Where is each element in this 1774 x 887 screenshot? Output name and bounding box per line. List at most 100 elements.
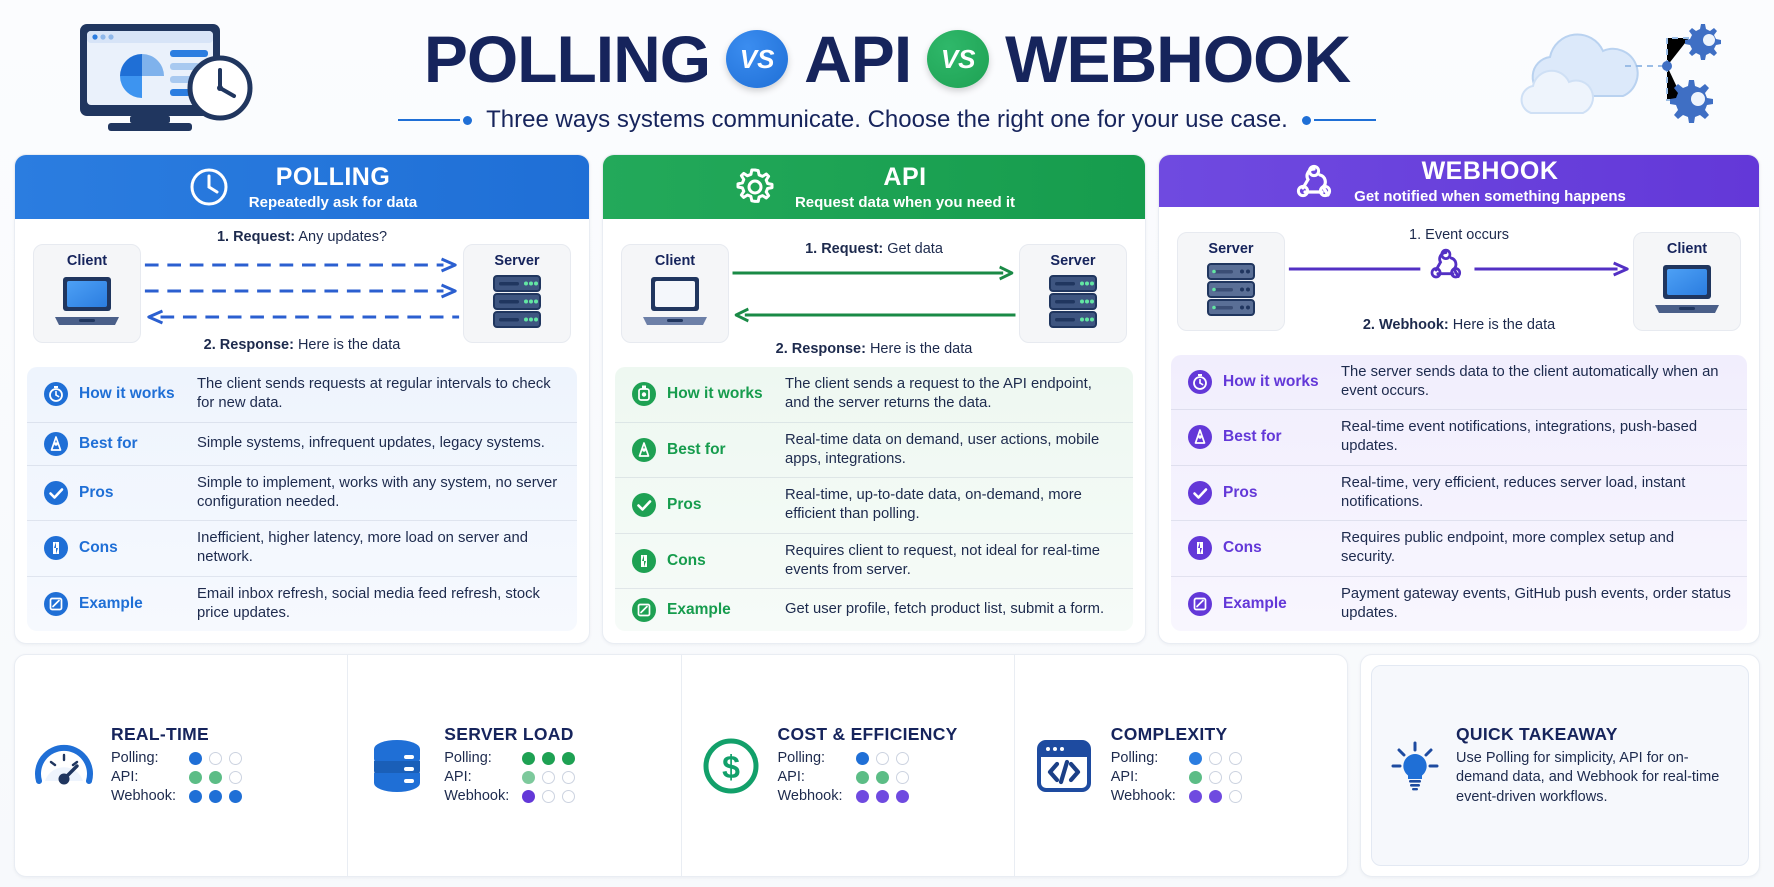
target-badge-icon: [1187, 424, 1213, 450]
detail-text: The client sends requests at regular int…: [197, 376, 551, 412]
gear-icon: [733, 165, 777, 209]
rating-dot-empty: [542, 770, 556, 784]
detail-row-example: Example Payment gateway events, GitHub p…: [1171, 575, 1747, 631]
column-title-webhook: WEBHOOK: [1421, 156, 1559, 185]
details-api: How it works The client sends a request …: [615, 367, 1133, 631]
column-subtitle-api: Request data when you need it: [794, 193, 1016, 211]
flow-caption-webhook-bold: 2. Webhook:: [1362, 316, 1449, 333]
check-badge-icon: [1187, 480, 1213, 506]
quick-takeaway-title: QUICK TAKEAWAY: [1456, 723, 1618, 744]
flow-caption-response-rest: Here is the data: [293, 336, 401, 353]
flow-caption-request-rest: Any updates?: [295, 228, 388, 245]
rating-dot-empty: [1228, 751, 1242, 765]
flow-arrows-api: 1. Request: Get data 2. Response: Here i…: [729, 229, 1019, 359]
rating-dot-filled: [875, 789, 889, 803]
rating-dot-filled: [522, 751, 536, 765]
rating-dot-filled: [1208, 789, 1222, 803]
lightbulb-icon: [1388, 739, 1442, 793]
rating-dots: [1188, 751, 1242, 765]
flow-diagram-polling: Client 1. Request: Any updates?: [15, 219, 589, 366]
detail-text: Real-time, up-to-date data, on-demand, m…: [785, 487, 1082, 523]
detail-text: Simple to implement, works with any syst…: [197, 474, 558, 510]
detail-label: Best for: [1223, 428, 1282, 446]
rating-dot-empty: [1208, 751, 1222, 765]
rating-dot-filled: [189, 751, 202, 765]
rating-dots: [855, 751, 909, 765]
metric-row-webhook: Webhook:: [111, 788, 331, 804]
flow-node-server: Server: [463, 244, 571, 344]
rating-dot-filled: [1188, 789, 1202, 803]
flow-arrows-webhook: 1. Event occurs: [1285, 217, 1633, 347]
column-api: API Request data when you need it Client: [602, 154, 1146, 644]
detail-text: Inefficient, higher latency, more load o…: [197, 530, 528, 566]
rating-dot-filled: [855, 751, 869, 765]
detail-row-cons: Cons Inefficient, higher latency, more l…: [27, 520, 577, 575]
check-badge-icon: [43, 480, 69, 506]
cloud-gears-illustration: [1517, 18, 1732, 138]
database-icon: [364, 733, 430, 799]
details-polling: How it works The client sends requests a…: [27, 367, 577, 631]
flow-caption-response-rest: Here is the data: [865, 340, 973, 357]
detail-row-how-it-works: How it works The client sends requests a…: [27, 367, 577, 421]
warning-badge-icon: [1187, 535, 1213, 561]
detail-label: How it works: [79, 385, 175, 403]
page-subtitle: Three ways systems communicate. Choose t…: [486, 106, 1288, 133]
divider-right: [1301, 115, 1376, 125]
flow-node-client: Client: [33, 244, 141, 344]
metric-row-label: Polling:: [1110, 750, 1159, 766]
detail-text: Real-time event notifications, integrati…: [1341, 419, 1698, 455]
metric-real-time: REAL-TIME Polling: API: Webhook:: [15, 655, 347, 876]
rating-dot-filled: [875, 770, 889, 784]
detail-row-cons: Cons Requires public endpoint, more comp…: [1171, 520, 1747, 575]
rating-dot-empty: [1228, 770, 1242, 784]
laptop-icon: [643, 277, 707, 326]
note-badge-icon: [631, 597, 657, 623]
detail-text: Requires public endpoint, more complex s…: [1341, 530, 1675, 566]
warning-badge-icon: [631, 548, 657, 574]
metric-body: COST & EFFICIENCY Polling: API: Webhook:: [778, 724, 998, 807]
divider-left: [398, 115, 473, 125]
metric-row-polling: Polling:: [444, 750, 664, 766]
rating-dots: [189, 751, 242, 765]
dollar-circle-icon: $: [698, 733, 764, 799]
metric-server-load: SERVER LOAD Polling: API: Webhook:: [347, 655, 680, 876]
rating-dot-filled: [522, 789, 536, 803]
flow-node-label: Client: [654, 253, 696, 270]
column-header-api: API Request data when you need it: [603, 155, 1145, 219]
column-header-webhook: WEBHOOK Get notified when something happ…: [1159, 155, 1759, 207]
rating-dot-filled: [855, 789, 869, 803]
detail-label: Best for: [667, 440, 726, 458]
flow-node-label: Server: [494, 253, 540, 270]
gauge-icon: [31, 733, 97, 799]
metric-row-label: API:: [777, 769, 805, 785]
flow-node-client: Client: [621, 244, 729, 344]
detail-text: The client sends a request to the API en…: [785, 376, 1092, 412]
detail-row-pros: Pros Real-time, up-to-date data, on-dema…: [615, 477, 1133, 532]
flow-caption-request-bold: 1. Request:: [216, 228, 296, 245]
detail-label: Cons: [79, 539, 118, 557]
metric-body: REAL-TIME Polling: API: Webhook:: [111, 724, 331, 807]
title-word-api: API: [804, 22, 912, 96]
flow-node-label: Client: [1666, 241, 1708, 258]
metric-row-api: API:: [444, 769, 664, 785]
rating-dot-filled: [209, 789, 222, 803]
title-block: POLLING VS API VS WEBHOOK Three ways sys…: [398, 26, 1376, 134]
metric-body: COMPLEXITY Polling: API: Webhook:: [1111, 724, 1331, 807]
server-stack-icon: [1049, 275, 1097, 329]
flow-caption-request-rest: Get data: [883, 240, 943, 257]
rating-dot-empty: [1228, 789, 1242, 803]
detail-row-how-it-works: How it works The server sends data to th…: [1171, 355, 1747, 409]
detail-label: Pros: [667, 496, 702, 514]
rating-dot-filled: [1188, 751, 1202, 765]
laptop-icon: [55, 277, 119, 326]
details-webhook: How it works The server sends data to th…: [1171, 354, 1747, 631]
metric-row-polling: Polling:: [1111, 750, 1331, 766]
note-badge-icon: [43, 591, 69, 617]
rating-dots: [855, 789, 909, 803]
rating-dot-empty: [875, 751, 889, 765]
flow-diagram-api: Client 1. Request: Get data: [603, 219, 1145, 366]
title-word-webhook: WEBHOOK: [1005, 22, 1351, 96]
flow-caption-response: 2. Response: Here is the data: [729, 341, 1019, 357]
flow-node-label: Server: [1050, 253, 1096, 270]
